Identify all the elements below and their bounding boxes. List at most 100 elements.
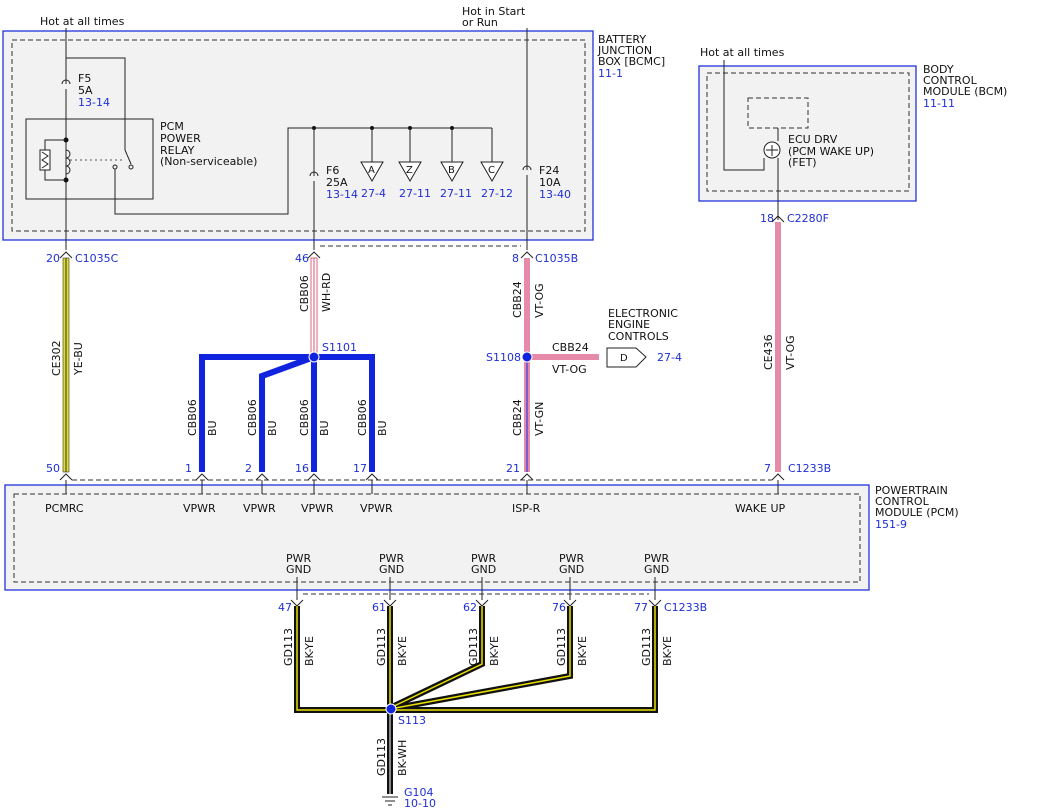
connector-pcm-2-icon (255, 473, 269, 481)
tri-z-ref: 27-11 (399, 187, 431, 200)
cbb06-2-label: CBB06 (246, 399, 259, 436)
f24-ref: 13-40 (539, 188, 571, 201)
connector-pcm-21-icon (520, 473, 534, 481)
tri-c-ref: 27-12 (481, 187, 513, 200)
f5-name: F5 (78, 72, 91, 85)
eec-label-3: CONTROLS (608, 330, 669, 343)
tri-c: C 27-12 (480, 128, 513, 200)
tri-z: Z 27-11 (398, 126, 431, 200)
pcm-title-3: MODULE (PCM) (875, 506, 959, 519)
gd113-1-label: GD113 (282, 628, 295, 666)
pwr-4-label: PWR (559, 552, 585, 565)
bk-ye-2-label: BK-YE (396, 636, 409, 666)
pin-76: 76 (552, 601, 566, 614)
connector-c1035b-icon (520, 251, 534, 259)
bk-ye-3-label: BK-YE (488, 636, 501, 666)
bcm-dash (706, 72, 910, 192)
pin-8: 8 (512, 252, 519, 265)
pin-50: 50 (46, 462, 60, 475)
bjb-title-3: BOX [BCMC] (598, 55, 665, 68)
pcm-box (4, 484, 870, 591)
connector-pcm-1-icon (195, 473, 209, 481)
connector-pcm-77-icon (648, 599, 662, 607)
gd113-3-label: GD113 (467, 628, 480, 666)
pin-62: 62 (463, 601, 477, 614)
tri-b: B 27-11 (440, 126, 472, 200)
d-ref: 27-4 (657, 351, 682, 364)
ecu-label-3: (FET) (788, 156, 817, 169)
c2280f-label: C2280F (787, 212, 829, 225)
bjb-ref: 11-1 (598, 67, 623, 80)
tri-a: A 27-4 (360, 126, 386, 200)
pin-16: 16 (295, 462, 309, 475)
bjb-box (2, 30, 594, 241)
f24-name: F24 (539, 164, 559, 177)
f6-amp: 25A (326, 176, 348, 189)
bcm-ref: 11-11 (923, 97, 955, 110)
gd113-6-label: GD113 (375, 738, 388, 776)
bu-3-label: BU (318, 420, 331, 436)
gnd-3-label: GND (471, 563, 496, 576)
ecu-label-1: ECU DRV (788, 133, 838, 146)
f5-ref: 13-14 (78, 96, 110, 109)
cbb24-bottom-label: CBB24 (511, 399, 524, 436)
wire-gd113-bus (294, 606, 658, 794)
f5-amp: 5A (78, 84, 93, 97)
vpwr-1-label: VPWR (183, 502, 216, 515)
bu-4-label: BU (376, 420, 389, 436)
vt-og-ce436-label: VT-OG (784, 335, 797, 370)
bcm-title-3: MODULE (BCM) (923, 85, 1007, 98)
bjb-title-1: BATTERY (598, 33, 646, 46)
ground-icon (382, 796, 398, 806)
tri-a-label: A (368, 165, 375, 176)
bcm-pin-18: 18 (760, 212, 774, 225)
fuse-f6-icon (309, 171, 319, 177)
g104-label: G104 (404, 786, 434, 799)
bu-2-label: BU (266, 420, 279, 436)
pin-77: 77 (634, 601, 648, 614)
cbb24-branch-label: CBB24 (552, 341, 589, 354)
vt-gn-label: VT-GN (533, 402, 546, 436)
fuse-f24-icon (522, 165, 532, 171)
bk-ye-1-label: BK-YE (303, 636, 316, 666)
gnd-2-label: GND (379, 563, 404, 576)
pcm-power-relay (25, 118, 154, 200)
ecu-label-2: (PCM WAKE UP) (788, 145, 874, 158)
wire-cbb24 (524, 258, 599, 472)
relay-label-3: RELAY (160, 144, 195, 157)
pin-21: 21 (506, 462, 520, 475)
gnd-4-label: GND (559, 563, 584, 576)
cbb24-top-label: CBB24 (511, 281, 524, 318)
pcm-title-2: CONTROL (875, 495, 930, 508)
gd113-2-label: GD113 (375, 628, 388, 666)
hot-all-times-left: Hot at all times (40, 15, 125, 28)
pin-47: 47 (278, 601, 292, 614)
wh-rd-label: WH-RD (320, 273, 333, 312)
bu-1-label: BU (206, 420, 219, 436)
pin-7: 7 (764, 462, 771, 475)
connector-pcm-62-icon (475, 599, 489, 607)
cbb06-3-label: CBB06 (298, 399, 311, 436)
pcm-ref: 151-9 (875, 518, 907, 531)
gnd-1-label: GND (286, 563, 311, 576)
connector-pcm-17-icon (365, 473, 379, 481)
pcmrc-label: PCMRC (45, 502, 84, 515)
c1035b-label: C1035B (535, 252, 578, 265)
pcm-dash (13, 493, 861, 583)
gd113-5-label: GD113 (640, 628, 653, 666)
tri-z-label: Z (406, 165, 413, 176)
bjb-title-2: JUNCTION (597, 44, 652, 57)
isp-r-label: ISP-R (512, 502, 541, 515)
cbb06-4-label: CBB06 (356, 399, 369, 436)
s1101-label: S1101 (322, 341, 357, 354)
c1233b-top-label: C1233B (788, 462, 831, 475)
connector-pcm-50-icon (59, 473, 73, 481)
pcm-title-1: POWERTRAIN (875, 484, 948, 497)
hot-all-times-right: Hot at all times (700, 46, 785, 59)
vpwr-4-label: VPWR (360, 502, 393, 515)
vt-og-branch-label: VT-OG (552, 363, 587, 376)
eec-label-2: ENGINE (608, 318, 650, 331)
connector-c2280f-icon (771, 215, 785, 223)
s1108-label: S1108 (486, 351, 521, 364)
